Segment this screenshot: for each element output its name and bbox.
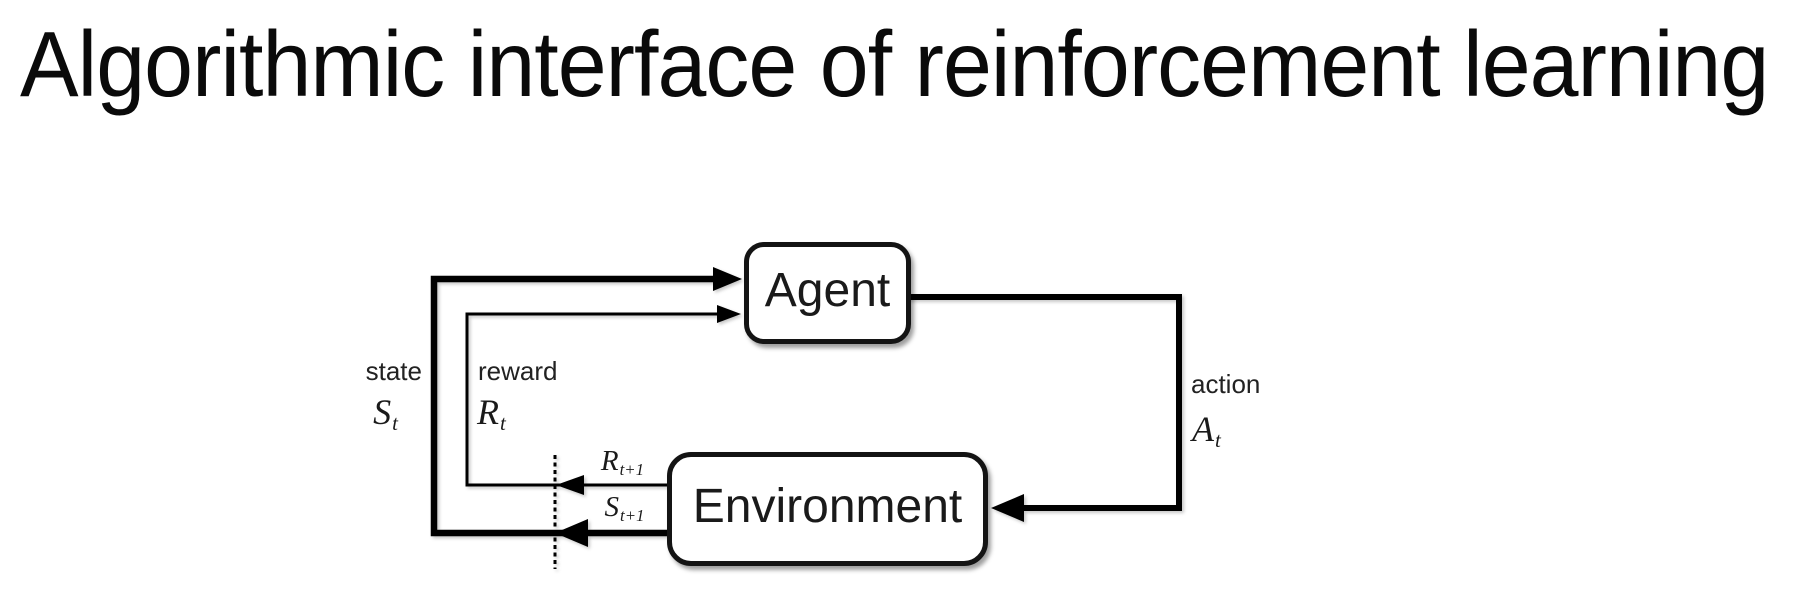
next-reward-symbol-base: R [600, 445, 619, 477]
state-label: state [365, 356, 422, 386]
next-reward-symbol-subscript: t+1 [619, 459, 645, 479]
state-symbol-subscript: t [392, 410, 398, 435]
state-into-agent-arrowhead-icon [713, 267, 742, 291]
next-state-arrowhead-icon [555, 519, 588, 547]
action-label: action [1191, 369, 1261, 399]
state-loop-line [430, 275, 716, 537]
next-state-symbol-base: S [604, 491, 620, 523]
action-symbol-subscript: t [1215, 427, 1221, 452]
action-into-environment-arrowhead-icon [991, 494, 1024, 522]
slide-title: Algorithmic interface of reinforcement l… [20, 12, 1769, 116]
environment-label: Environment [692, 480, 963, 533]
reward-into-agent-arrowhead-icon [717, 305, 741, 323]
reward-symbol: Rt [477, 392, 506, 435]
next-reward-symbol: Rt+1 [578, 445, 666, 479]
action-symbol: At [1192, 409, 1221, 452]
next-reward-arrowhead-icon [556, 475, 584, 495]
next-state-symbol: St+1 [580, 491, 668, 525]
environment-node: Environment [667, 452, 988, 566]
agent-label: Agent [764, 264, 891, 317]
next-state-symbol-subscript: t+1 [620, 505, 645, 525]
reward-symbol-base: R [477, 392, 499, 432]
state-symbol: St [350, 392, 420, 435]
state-symbol-base: S [373, 392, 392, 432]
agent-node: Agent [744, 242, 911, 344]
action-symbol-base: A [1192, 409, 1214, 449]
reward-label: reward [478, 356, 558, 386]
reward-symbol-subscript: t [500, 410, 506, 435]
action-line [908, 294, 1182, 511]
